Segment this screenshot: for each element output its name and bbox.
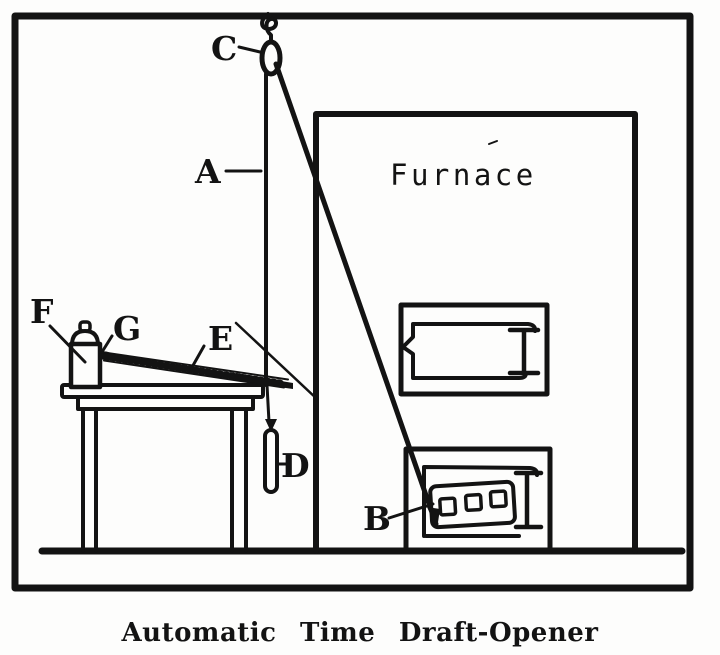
label-B: B bbox=[363, 499, 391, 538]
leader-E bbox=[189, 344, 206, 371]
label-G: G bbox=[113, 309, 141, 348]
label-C: C bbox=[211, 29, 237, 68]
label-A: A bbox=[194, 152, 221, 191]
leader-F bbox=[48, 324, 87, 364]
furnace: Furnace bbox=[313, 111, 638, 555]
label-D: D bbox=[281, 446, 310, 485]
lower-door-damper bbox=[513, 470, 544, 530]
table bbox=[60, 383, 265, 553]
furnace-outline bbox=[313, 111, 638, 554]
furnace-label: Furnace bbox=[390, 158, 537, 192]
leader-G bbox=[100, 334, 114, 354]
cord-diagonal bbox=[273, 61, 439, 527]
cord-arrowhead-door bbox=[427, 507, 440, 529]
grate-hole bbox=[463, 492, 484, 513]
cord-arrowhead-weight bbox=[265, 419, 277, 432]
upper-door-frame bbox=[398, 302, 550, 397]
draft-grate bbox=[428, 479, 517, 530]
grate-hole bbox=[438, 496, 458, 517]
weight-body bbox=[263, 428, 279, 494]
cord-to-weight bbox=[265, 383, 271, 424]
leader-lines bbox=[48, 45, 435, 520]
trip-lever bbox=[102, 351, 293, 389]
furnace-lower-door bbox=[403, 446, 553, 555]
lever-hatching bbox=[102, 353, 286, 387]
table-legs bbox=[81, 407, 248, 553]
pulley-assembly bbox=[259, 12, 283, 77]
lever-tip bbox=[257, 377, 293, 389]
leader-E-long bbox=[234, 321, 319, 401]
figure-border bbox=[11, 12, 694, 592]
stray-mark bbox=[488, 140, 498, 145]
label-E: E bbox=[208, 319, 233, 358]
upper-door-damper bbox=[507, 327, 541, 376]
leader-C bbox=[237, 45, 262, 54]
leader-B bbox=[387, 502, 435, 520]
weight bbox=[263, 419, 279, 494]
furnace-upper-door bbox=[398, 302, 550, 397]
hook bbox=[260, 12, 278, 44]
clock-bell bbox=[70, 329, 100, 347]
lower-door-frame bbox=[403, 446, 553, 555]
grate-hole bbox=[488, 489, 508, 509]
table-apron bbox=[76, 395, 255, 411]
diagram-svg: Furnace bbox=[11, 12, 694, 592]
label-F: F bbox=[30, 292, 53, 331]
part-labels: C A E F G D B bbox=[30, 29, 391, 538]
figure-caption: Automatic Time Draft-Opener bbox=[121, 618, 599, 648]
